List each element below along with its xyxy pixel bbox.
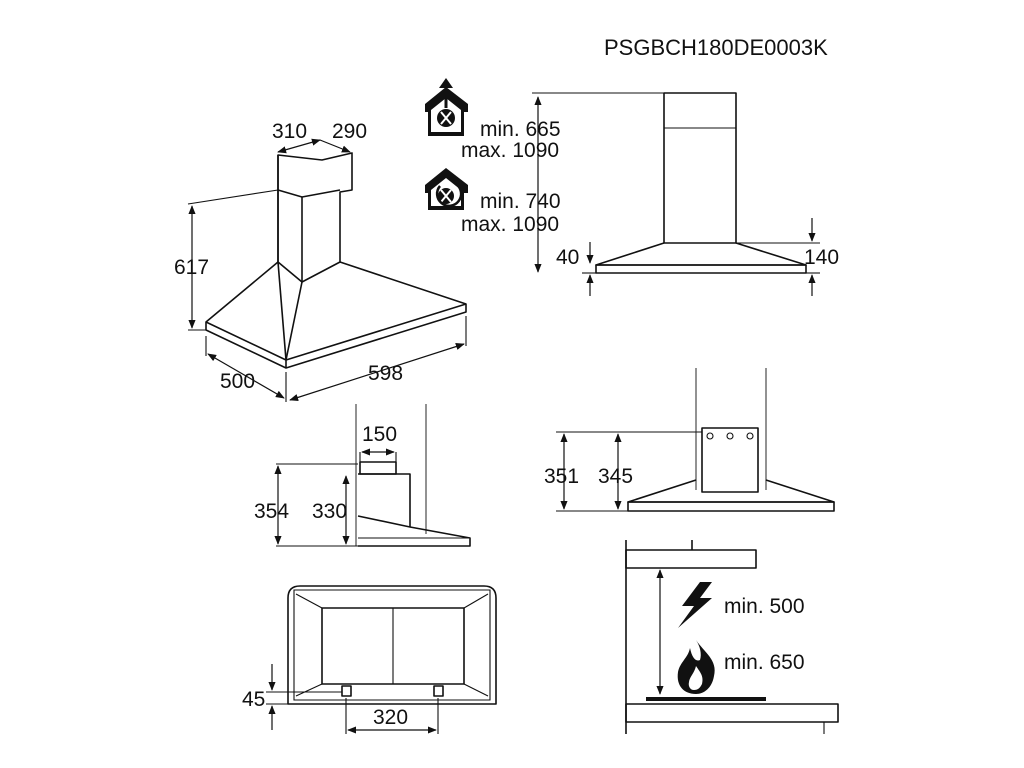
extraction-max-label: max. 1090 (461, 139, 559, 162)
hood-3d-view: 310 290 617 500 598 (174, 120, 467, 402)
extraction-mode-icon (425, 78, 468, 136)
bracket-offset-label: 45 (242, 688, 265, 711)
outlet-width-label: 150 (362, 423, 397, 446)
hood-height-label: 617 (174, 256, 209, 279)
bracket-height-body-label: 345 (598, 465, 633, 488)
chimney-depth-label: 290 (332, 120, 367, 143)
bracket-height-total-label: 351 (544, 465, 579, 488)
chimney-width-label: 310 (272, 120, 307, 143)
bottom-view: 45 320 (242, 585, 497, 734)
hood-width-label: 598 (368, 362, 403, 385)
recirculation-min-label: min. 740 (480, 190, 561, 213)
recirculation-mode-icon (425, 168, 468, 210)
front-view: 40 140 (532, 92, 839, 296)
recirculation-max-label: max. 1090 (461, 213, 559, 236)
front-edge-height-label: 40 (556, 246, 579, 269)
electric-min-label: min. 500 (724, 595, 805, 618)
product-code: PSGBCH180DE0003K (604, 35, 828, 60)
side-edge-height-label: 140 (804, 246, 839, 269)
installation-view (625, 540, 839, 734)
gas-min-label: min. 650 (724, 651, 805, 674)
extraction-min-label: min. 665 (480, 118, 561, 141)
body-height-label: 330 (312, 500, 347, 523)
total-height-label: 354 (254, 500, 289, 523)
hood-depth-label: 500 (220, 370, 255, 393)
rear-view: 351 345 (544, 368, 835, 512)
side-view: 150 354 330 (254, 404, 471, 547)
electric-hob-icon (678, 582, 712, 628)
gas-hob-icon (677, 640, 715, 694)
bracket-spacing-label: 320 (373, 706, 408, 729)
